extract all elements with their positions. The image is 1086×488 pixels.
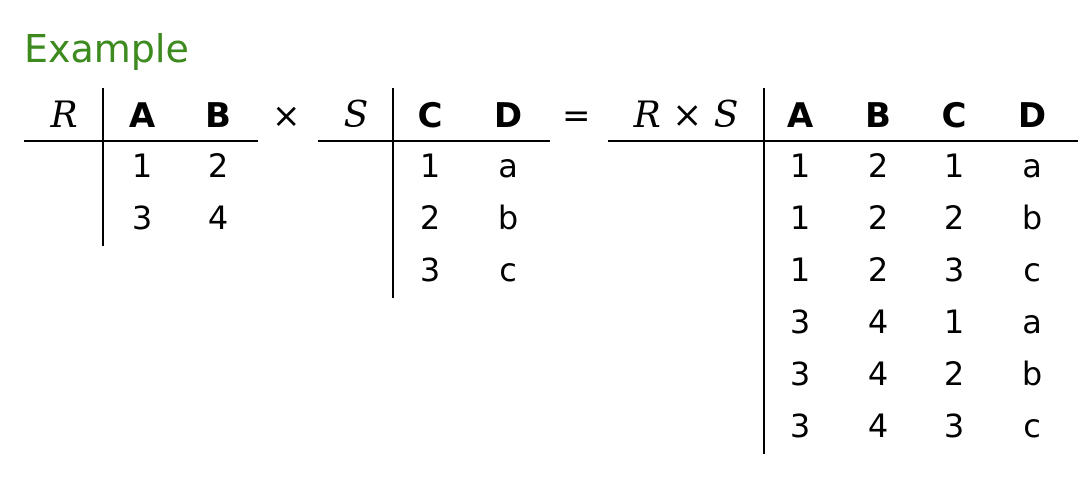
relation-rxs-cell: 4 (867, 355, 889, 393)
relation-r-column-header: A (128, 96, 156, 136)
cross-product-operator: × (272, 96, 301, 136)
relation-rxs-cell: 3 (789, 303, 811, 341)
relation-rxs-cell: 2 (943, 199, 965, 237)
relation-rxs-cell: 1 (789, 251, 811, 289)
relation-rxs-cell: 3 (943, 251, 965, 289)
relation-s-cell: b (497, 199, 519, 237)
relation-r-table: R A B 1 2 3 4 (24, 88, 258, 248)
relation-rxs-cell: b (1021, 199, 1043, 237)
relation-r-name: R (50, 95, 78, 136)
relation-rxs-header-rule (608, 140, 1078, 142)
relation-s-cell: 2 (419, 199, 441, 237)
slide-title: Example (24, 27, 189, 71)
relation-rxs-name: R × S (633, 95, 739, 136)
relation-s-divider (392, 88, 394, 298)
relation-s-cell: c (499, 251, 517, 289)
relation-rxs-cell: a (1022, 303, 1042, 341)
relation-r-column-header: B (205, 96, 231, 136)
relation-s-column-header: C (417, 96, 443, 136)
relation-rxs-column-header: D (1017, 96, 1047, 136)
relation-s-cell: 1 (419, 147, 441, 185)
relation-r-cell: 2 (207, 147, 229, 185)
relation-r-cell: 3 (131, 199, 153, 237)
relation-r-cell: 1 (131, 147, 153, 185)
relation-rxs-cell: 1 (943, 303, 965, 341)
equals-operator: = (562, 96, 591, 136)
relation-rxs-column-header: B (865, 96, 891, 136)
relation-rxs-cell: b (1021, 355, 1043, 393)
relation-s-column-header: D (493, 96, 523, 136)
relation-r-header-rule (24, 140, 258, 142)
relation-rxs-cell: 2 (943, 355, 965, 393)
relation-rxs-cell: 3 (943, 407, 965, 445)
relation-s-header-rule (318, 140, 550, 142)
relation-rxs-cell: 1 (789, 199, 811, 237)
relation-rxs-column-header: A (786, 96, 814, 136)
relation-s-table: S C D 1 a 2 b 3 c (318, 88, 550, 300)
relation-rxs-divider (763, 88, 765, 454)
relation-rxs-cell: c (1023, 407, 1041, 445)
relation-rxs-cell: 1 (789, 147, 811, 185)
relation-rxs-cell: 2 (867, 251, 889, 289)
relation-s-cell: a (498, 147, 518, 185)
relation-s-cell: 3 (419, 251, 441, 289)
relation-rxs-cell: 3 (789, 355, 811, 393)
relation-rxs-table: R × S A B C D 1 2 1 a 1 2 2 b 1 2 3 c 3 4 1 a 3 4 2 b 3 4 3 c (608, 88, 1078, 456)
relation-rxs-cell: 4 (867, 407, 889, 445)
relation-rxs-cell: 4 (867, 303, 889, 341)
relation-rxs-cell: 1 (943, 147, 965, 185)
relation-s-name: S (343, 95, 369, 136)
relation-rxs-cell: c (1023, 251, 1041, 289)
relation-rxs-cell: 3 (789, 407, 811, 445)
relation-r-cell: 4 (207, 199, 229, 237)
relation-rxs-cell: a (1022, 147, 1042, 185)
relation-rxs-cell: 2 (867, 199, 889, 237)
relation-rxs-cell: 2 (867, 147, 889, 185)
relation-r-divider (102, 88, 104, 246)
relation-rxs-column-header: C (941, 96, 967, 136)
